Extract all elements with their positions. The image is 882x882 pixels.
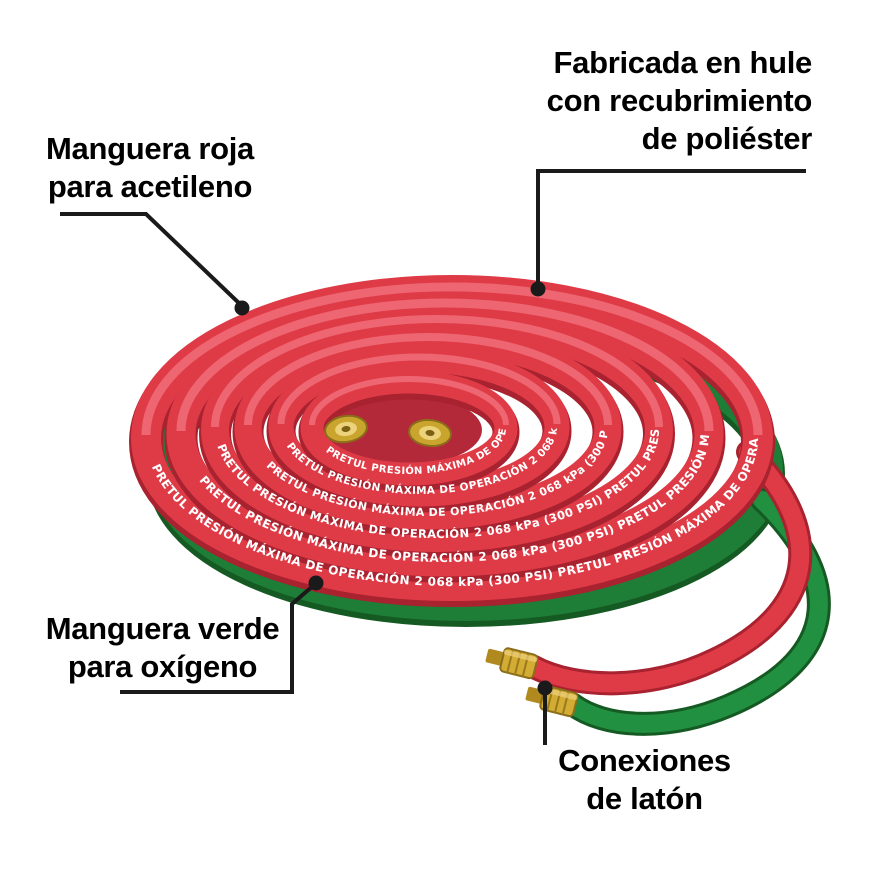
- brass-fitting-center-right: [408, 418, 452, 448]
- callout-material-line2: con recubrimiento: [546, 83, 813, 118]
- leader-dot-green-hose: [308, 575, 324, 591]
- callout-connections-line1: Conexiones: [558, 743, 731, 778]
- callout-dots: [234, 281, 553, 696]
- callout-material-line3: de poliéster: [641, 121, 813, 156]
- red-hose-trail: [520, 440, 813, 696]
- hose-ring-highlight: [309, 376, 509, 426]
- hose-ring-highlight: [244, 333, 612, 426]
- callout-red-hose-line1: Manguera roja: [46, 131, 254, 166]
- brass-nut-red-end: [482, 642, 540, 680]
- callout-connections: Conexiones de latón: [552, 742, 737, 818]
- red-trail: [523, 443, 810, 693]
- leader-red-hose: [60, 212, 244, 308]
- callout-red-hose: Manguera roja para acetileno: [30, 130, 270, 206]
- callout-green-hose-line1: Manguera verde: [45, 611, 280, 646]
- leader-dot-red-hose: [234, 300, 250, 316]
- leader-material: [536, 169, 806, 283]
- hose-ring-highlight: [141, 282, 763, 436]
- callout-material: Fabricada en hule con recubrimiento de p…: [512, 44, 813, 158]
- callout-green-hose-line2: para oxígeno: [67, 649, 258, 684]
- callout-material-line1: Fabricada en hule: [553, 45, 813, 80]
- brass-fitting-center-left: [324, 414, 368, 444]
- leader-dot-connections: [537, 680, 553, 696]
- callout-green-hose: Manguera verde para oxígeno: [40, 610, 285, 686]
- leader-green-hose: [120, 583, 316, 694]
- callout-connections-line2: de latón: [586, 781, 703, 816]
- coil-center-hole: [322, 394, 482, 466]
- leader-dot-material: [530, 281, 546, 297]
- fitting-hole: [425, 429, 435, 437]
- hose-ring-highlight: [277, 353, 561, 425]
- callout-leaders: [60, 169, 806, 745]
- hose-ring-highlight: [176, 298, 714, 432]
- hose-ring-highlight: [211, 315, 663, 428]
- fitting-hole: [341, 425, 351, 433]
- red-hose-coil: [129, 275, 775, 607]
- callout-red-hose-line2: para acetileno: [47, 169, 253, 204]
